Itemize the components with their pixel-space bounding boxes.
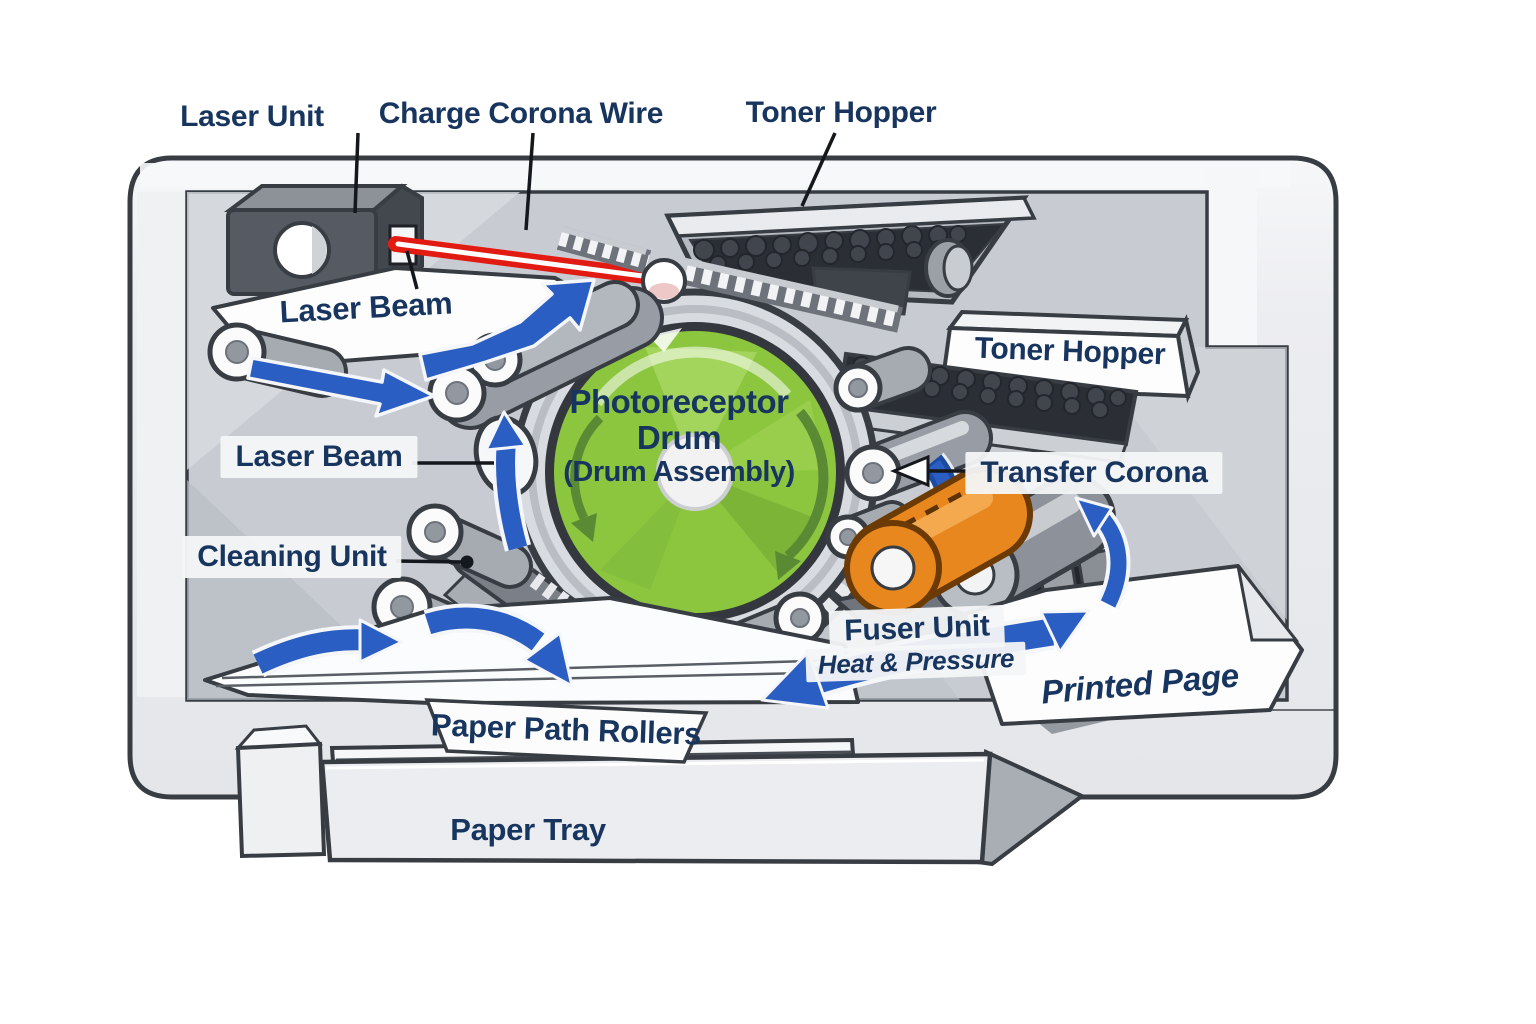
- flow-arrow-paper-feed-1: [251, 618, 404, 678]
- developer-roller-right: [833, 346, 932, 413]
- toner-hopper-top: [664, 195, 1037, 316]
- printed-page-sheet: [963, 564, 1304, 734]
- charge-corona-wire-label: Charge Corona Wire: [378, 97, 664, 130]
- drum-label-line2: Drum: [636, 419, 722, 456]
- laser-beam-red: [388, 236, 668, 286]
- leader-lines: [353, 132, 968, 564]
- toner-hopper-side-label: Toner Hopper: [974, 331, 1166, 372]
- laser-unit-label: Laser Unit: [180, 100, 324, 133]
- laser-beam-lower-label: Laser Beam: [220, 436, 418, 478]
- flow-arrow-to-corona: [418, 278, 596, 382]
- leader-cleaning-unit: [395, 559, 463, 564]
- leader-laser-unit: [353, 132, 360, 214]
- flow-arrow-fuser-exit: [1074, 496, 1131, 610]
- toner-hopper-top-label: Toner Hopper: [745, 96, 937, 129]
- drum-rotation-arrow-right: [775, 408, 829, 580]
- drum-label-line3: (Drum Assembly): [563, 456, 795, 488]
- leader-charge-corona: [524, 132, 535, 231]
- flow-arrow-left-roller: [246, 356, 436, 418]
- transfer-corona-label: Transfer Corona: [965, 452, 1223, 494]
- photoreceptor-drum-label: Photoreceptor Drum (Drum Assembly): [563, 383, 795, 489]
- leader-toner-hopper: [800, 132, 837, 207]
- flow-arrow-laser-up: [484, 410, 532, 552]
- drum-label-line1: Photoreceptor: [569, 383, 789, 420]
- paper-path-banner: [424, 698, 709, 764]
- leader-arrowhead-transfer: [890, 454, 930, 488]
- cleaning-unit-label: Cleaning Unit: [182, 536, 402, 578]
- flow-arrow-paper-feed-2: [423, 603, 574, 688]
- paper-tray-label: Paper Tray: [450, 812, 606, 847]
- charge-corona-wire: [556, 225, 903, 333]
- leader-dot-cleaning: [460, 555, 474, 569]
- paper-path-roller-1: [406, 503, 533, 589]
- leader-laser-beam-upper: [405, 250, 419, 290]
- toner-beads-top: [693, 225, 967, 273]
- drum-hub: [656, 433, 734, 511]
- paper-tray-drawer: [234, 724, 1086, 867]
- drum-rotation-arrow-left: [570, 414, 604, 542]
- developer-cylinder-upper-left: [427, 280, 664, 430]
